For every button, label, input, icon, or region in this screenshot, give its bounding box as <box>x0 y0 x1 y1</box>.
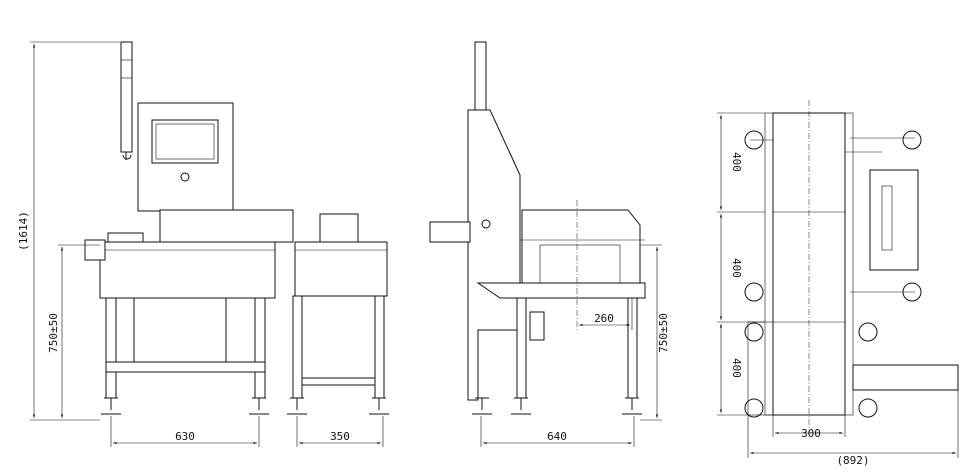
dim-weigher-length: 630 <box>175 430 195 443</box>
dim-section-2: 400 <box>730 258 743 278</box>
dim-conveyor-height: 750±50 <box>47 313 60 353</box>
touch-screen <box>151 119 219 164</box>
side-frame <box>467 109 521 401</box>
weigh-conveyor <box>99 241 276 299</box>
infeed-conveyor <box>294 241 388 297</box>
dim-side-height: 750±50 <box>657 313 670 353</box>
dim-overall-width: (892) <box>836 454 869 467</box>
front-view: (1614) 750±50 630 350 <box>17 41 389 447</box>
dim-section-1: 400 <box>730 152 743 172</box>
top-view: 400 400 400 300 (892) <box>717 100 959 467</box>
dim-depth: 640 <box>547 430 567 443</box>
signal-tower <box>120 41 133 153</box>
weigh-hood <box>159 209 294 243</box>
dim-offset: 260 <box>594 312 614 325</box>
dim-overall-height: (1614) <box>17 211 30 251</box>
control-box-top <box>869 169 919 271</box>
dim-belt-width: 300 <box>801 427 821 440</box>
side-view: 640 260 750±50 <box>429 41 670 447</box>
dim-section-3: 400 <box>730 358 743 378</box>
control-box <box>319 213 359 243</box>
dim-infeed-length: 350 <box>330 430 350 443</box>
